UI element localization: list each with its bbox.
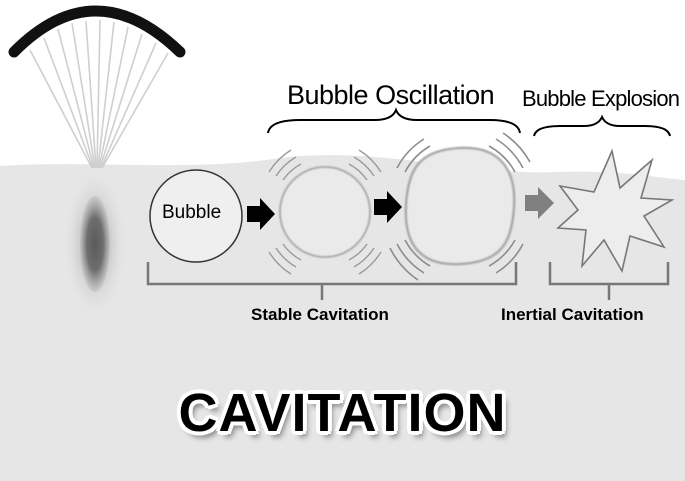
explosion-brace [534, 117, 670, 136]
focal-spot [80, 196, 110, 292]
inertial-cavitation-label: Inertial Cavitation [501, 305, 644, 325]
page-title: CAVITATION [0, 382, 685, 444]
bubble-oscillation-label: Bubble Oscillation [287, 80, 494, 111]
oscillation-brace [268, 110, 520, 133]
bubble-explosion-label: Bubble Explosion [522, 86, 679, 112]
stable-cavitation-label: Stable Cavitation [251, 305, 389, 325]
bubble-label: Bubble [162, 202, 221, 224]
ultrasound-beams [30, 20, 168, 168]
